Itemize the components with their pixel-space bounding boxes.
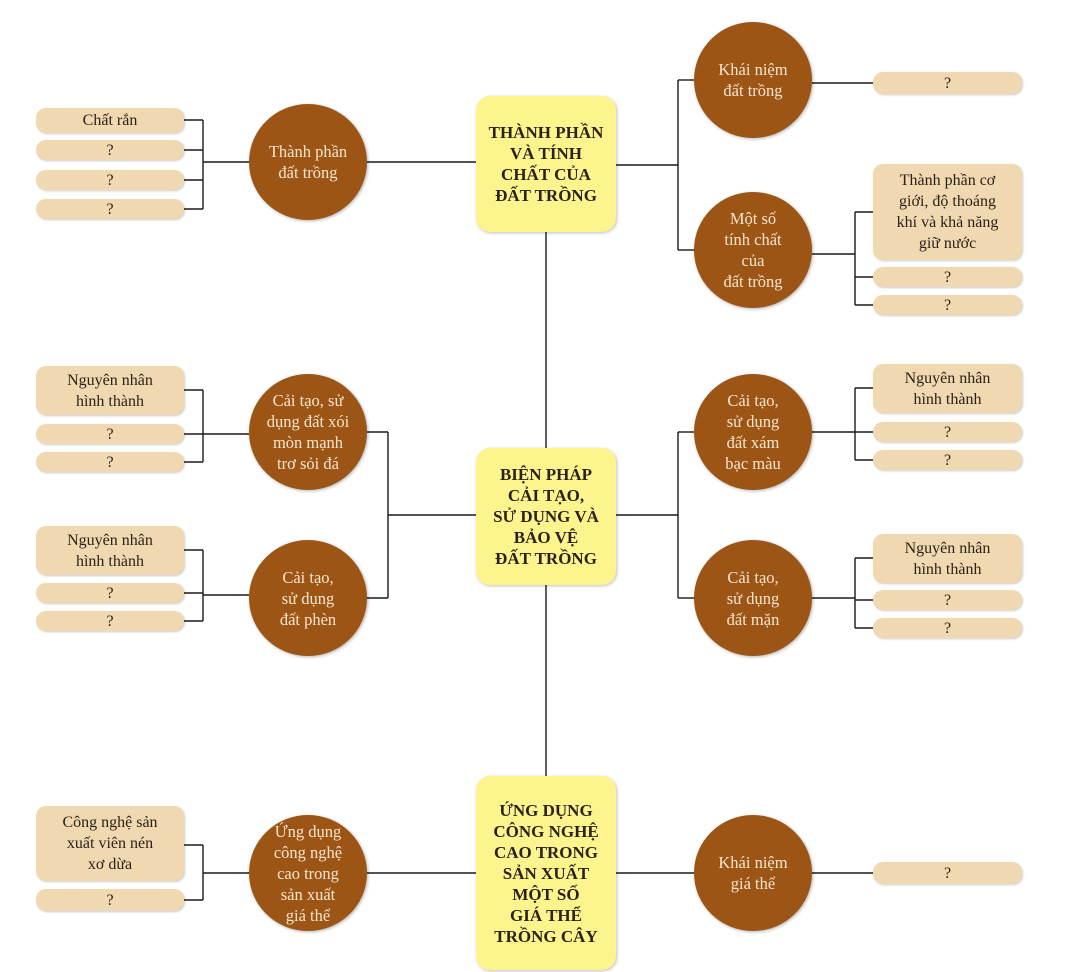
box-blank: ? (873, 422, 1022, 442)
box-blank: ? (873, 295, 1022, 315)
box-blank: ? (36, 199, 184, 219)
box-blank: ? (36, 889, 184, 911)
center-node-bien-phap: BIỆN PHÁP CẢI TẠO, SỬ DỤNG VÀ BẢO VỆ ĐẤT… (476, 448, 616, 585)
box-nguyen-nhan-hinh-thanh: Nguyên nhân hình thành (36, 366, 184, 415)
box-blank: ? (873, 862, 1022, 884)
circle-thanh-phan-dat-trong: Thành phần đất trồng (249, 104, 367, 220)
box-blank: ? (36, 583, 184, 603)
box-blank: ? (873, 267, 1022, 287)
circle-dat-xam-bac-mau: Cải tạo, sử dụng đất xám bạc màu (694, 374, 812, 490)
box-nguyen-nhan-hinh-thanh: Nguyên nhân hình thành (873, 534, 1022, 583)
center-node-ung-dung: ỨNG DỤNG CÔNG NGHỆ CAO TRONG SẢN XUẤT MỘ… (476, 776, 616, 970)
circle-dat-man: Cải tạo, sử dụng đất mặn (694, 540, 812, 656)
box-thanh-phan-co-gioi: Thành phần cơ giới, độ thoáng khí và khả… (873, 164, 1022, 260)
box-blank: ? (36, 170, 184, 190)
box-chat-ran: Chất rắn (36, 108, 184, 133)
box-blank: ? (36, 452, 184, 472)
circle-ung-dung-gia-the: Ứng dụng công nghệ cao trong sản xuất gi… (249, 815, 367, 931)
box-blank: ? (873, 618, 1022, 638)
box-nguyen-nhan-hinh-thanh: Nguyên nhân hình thành (36, 526, 184, 575)
box-nguyen-nhan-hinh-thanh: Nguyên nhân hình thành (873, 364, 1022, 413)
center-node-thanh-phan-tinh-chat: THÀNH PHẦN VÀ TÍNH CHẤT CỦA ĐẤT TRỒNG (476, 96, 616, 232)
box-blank: ? (873, 72, 1022, 94)
box-vien-nen-xo-dua: Công nghệ sản xuất viên nén xơ dừa (36, 806, 184, 881)
circle-dat-xoi-mon: Cải tạo, sử dụng đất xói mòn mạnh trơ sỏ… (249, 374, 367, 490)
box-blank: ? (36, 140, 184, 160)
circle-tinh-chat-dat-trong: Một số tính chất của đất trồng (694, 192, 812, 308)
box-blank: ? (873, 590, 1022, 610)
box-blank: ? (36, 424, 184, 444)
circle-khai-niem-gia-the: Khái niệm giá thể (694, 815, 812, 931)
box-blank: ? (873, 450, 1022, 470)
box-blank: ? (36, 611, 184, 631)
circle-khai-niem-dat-trong: Khái niệm đất trồng (694, 22, 812, 138)
circle-dat-phen: Cải tạo, sử dụng đất phèn (249, 540, 367, 656)
